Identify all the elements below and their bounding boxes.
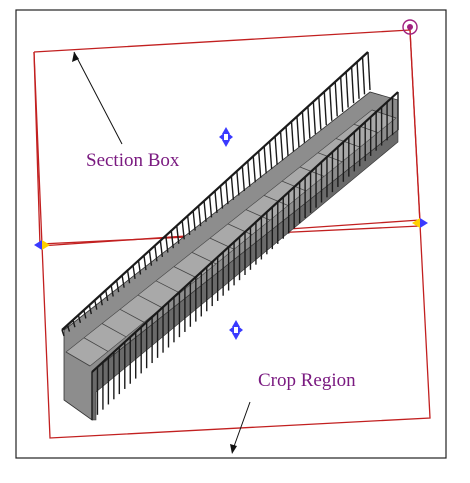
section-box-arrowhead bbox=[72, 52, 79, 62]
back-baluster bbox=[339, 76, 344, 113]
crop-region-leader-line bbox=[231, 401, 251, 453]
back-baluster bbox=[154, 245, 158, 262]
stair-tread-edge bbox=[227, 223, 253, 236]
back-baluster bbox=[148, 250, 153, 266]
back-baluster bbox=[356, 61, 360, 99]
back-baluster bbox=[77, 314, 82, 323]
view-cube-rotate-icon[interactable] bbox=[402, 19, 418, 35]
crop-handle-icon[interactable] bbox=[34, 240, 50, 250]
back-baluster bbox=[61, 329, 65, 337]
stair-tread-edge bbox=[119, 308, 145, 323]
back-baluster bbox=[252, 156, 256, 183]
back-baluster bbox=[83, 309, 87, 319]
front-railing bbox=[91, 92, 399, 420]
back-baluster bbox=[170, 230, 174, 249]
back-baluster bbox=[99, 295, 103, 306]
back-baluster bbox=[230, 176, 235, 200]
back-baluster bbox=[225, 181, 229, 205]
back-baluster bbox=[94, 300, 98, 310]
back-baluster bbox=[318, 96, 322, 130]
back-railing bbox=[61, 51, 371, 337]
stair-tread-edge bbox=[209, 237, 235, 250]
back-baluster bbox=[307, 106, 311, 139]
back-baluster bbox=[219, 185, 224, 209]
back-baluster bbox=[72, 319, 76, 328]
back-baluster bbox=[176, 225, 180, 244]
back-baluster bbox=[329, 86, 333, 121]
back-baluster bbox=[110, 285, 114, 297]
stair-tread-edge bbox=[335, 138, 361, 148]
back-baluster bbox=[186, 215, 191, 236]
section-box-label: Section Box bbox=[86, 150, 180, 171]
back-baluster bbox=[165, 235, 169, 253]
section-box-leader-line bbox=[73, 51, 123, 145]
back-baluster bbox=[236, 171, 240, 196]
back-baluster bbox=[301, 111, 306, 143]
back-baluster bbox=[247, 161, 251, 187]
back-baluster bbox=[192, 210, 196, 231]
back-baluster bbox=[132, 265, 136, 279]
back-baluster bbox=[159, 240, 164, 258]
back-baluster bbox=[121, 275, 125, 288]
back-baluster bbox=[268, 141, 273, 170]
stair-tread-edge bbox=[155, 280, 181, 294]
back-baluster bbox=[126, 270, 131, 284]
stair-tread-edge bbox=[353, 123, 379, 133]
back-baluster bbox=[105, 290, 109, 301]
section-box-left-edge bbox=[33, 51, 41, 247]
crop-region-arrowhead bbox=[230, 444, 237, 454]
back-baluster bbox=[208, 195, 213, 218]
stair-tread-edge bbox=[173, 266, 199, 279]
back-baluster bbox=[334, 81, 338, 117]
crop-handle-icon[interactable] bbox=[412, 218, 428, 228]
back-baluster bbox=[274, 136, 278, 165]
back-baluster bbox=[361, 56, 366, 95]
back-baluster bbox=[214, 190, 218, 214]
back-baluster bbox=[143, 255, 147, 271]
stair-tread-edge bbox=[101, 323, 127, 338]
crop-region-frame[interactable] bbox=[15, 9, 447, 459]
back-baluster bbox=[367, 51, 371, 91]
stair-tread-edge bbox=[263, 195, 289, 206]
stair-tread-surface bbox=[65, 109, 397, 367]
crop-region-label: Crop Region bbox=[258, 370, 356, 391]
back-baluster bbox=[290, 121, 295, 152]
back-baluster bbox=[88, 305, 93, 315]
back-baluster bbox=[350, 66, 355, 104]
back-baluster bbox=[285, 126, 289, 156]
back-baluster bbox=[263, 146, 267, 174]
section-box[interactable] bbox=[33, 29, 431, 439]
stair-tread-edge bbox=[65, 351, 91, 367]
stair-tread-edge bbox=[245, 209, 271, 221]
back-baluster bbox=[115, 280, 120, 293]
stair-tread-edge bbox=[137, 294, 163, 309]
back-baluster bbox=[203, 200, 207, 222]
stair-model[interactable] bbox=[61, 51, 399, 421]
back-baluster bbox=[296, 116, 300, 148]
front-handrail bbox=[91, 91, 399, 373]
back-baluster bbox=[279, 131, 284, 161]
move-arrows-icon[interactable] bbox=[229, 320, 243, 340]
back-baluster bbox=[323, 91, 327, 126]
back-baluster bbox=[197, 205, 202, 227]
back-baluster bbox=[181, 220, 185, 240]
section-box-right-edge bbox=[409, 29, 421, 223]
back-baluster bbox=[241, 166, 246, 192]
section-box-outline[interactable] bbox=[33, 29, 431, 439]
back-baluster bbox=[258, 151, 262, 178]
back-baluster bbox=[345, 71, 349, 108]
move-arrows-icon[interactable] bbox=[219, 127, 233, 147]
back-baluster bbox=[312, 101, 317, 134]
back-baluster bbox=[137, 260, 142, 275]
back-handrail bbox=[61, 51, 369, 331]
stair-tread-edge bbox=[83, 337, 109, 352]
